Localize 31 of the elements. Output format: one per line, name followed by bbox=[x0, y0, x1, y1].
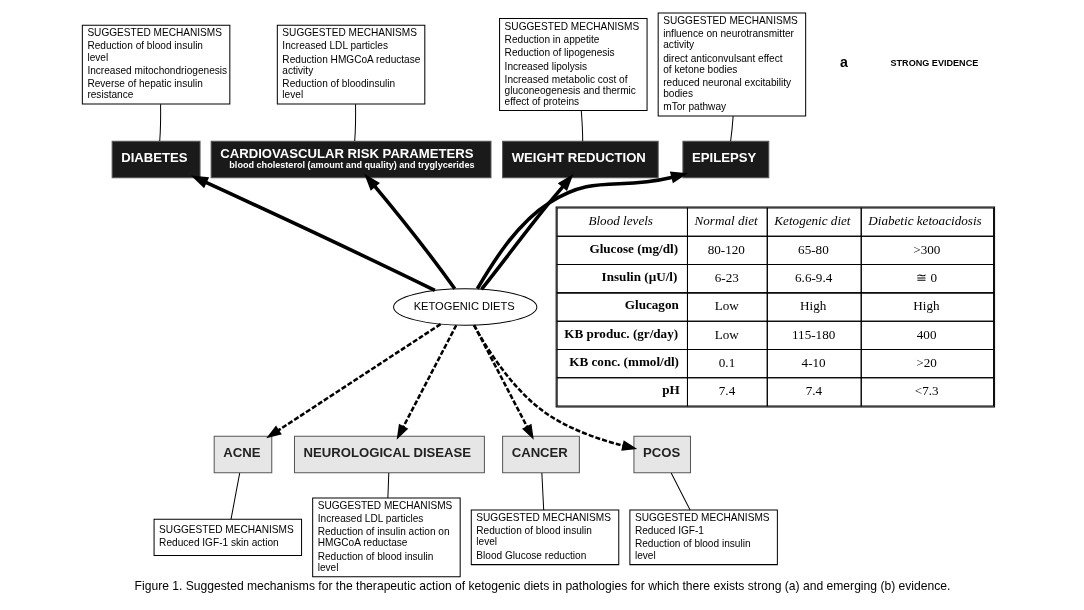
label: 65-80 bbox=[797, 241, 829, 257]
label: 7.4 bbox=[718, 382, 735, 398]
label: KB conc. (mmol/dl) bbox=[568, 353, 679, 369]
label: Glucose (mg/dl) bbox=[588, 240, 678, 256]
label: Glucagon bbox=[624, 296, 679, 312]
label: Insulin (µU/l) bbox=[601, 268, 677, 284]
label: 6.6-9.4 bbox=[794, 269, 832, 285]
label: Blood levels bbox=[587, 212, 653, 228]
label: 0.1 bbox=[718, 354, 735, 370]
label: >20 bbox=[915, 354, 937, 370]
label: >300 bbox=[912, 241, 940, 257]
label: 4-10 bbox=[801, 354, 826, 370]
label: 7.4 bbox=[805, 382, 822, 398]
label: a bbox=[839, 53, 848, 70]
label: Normal diet bbox=[694, 212, 758, 228]
label: pH bbox=[661, 381, 680, 397]
label: KB produc. (gr/day) bbox=[563, 325, 678, 341]
label: <7.3 bbox=[914, 382, 939, 398]
label: 400 bbox=[916, 326, 936, 342]
label: Low bbox=[714, 326, 739, 342]
caption: Figure 1. Suggested mechanisms for the therapeutic action of ketogenic diets in pathologies for which there exists strong (a) and emerging (b) evidence. bbox=[134, 578, 950, 593]
label: 6-23 bbox=[714, 269, 739, 285]
label: ≅ 0 bbox=[915, 269, 937, 285]
label: High bbox=[912, 297, 939, 313]
label: 115-180 bbox=[791, 326, 835, 342]
label: Diabetic ketoacidosis bbox=[867, 212, 982, 228]
label: Low bbox=[714, 297, 739, 313]
label: STRONG EVIDENCE bbox=[890, 57, 978, 68]
label: Ketogenic diet bbox=[773, 212, 851, 228]
label: 80-120 bbox=[707, 241, 745, 257]
label: High bbox=[799, 297, 826, 313]
